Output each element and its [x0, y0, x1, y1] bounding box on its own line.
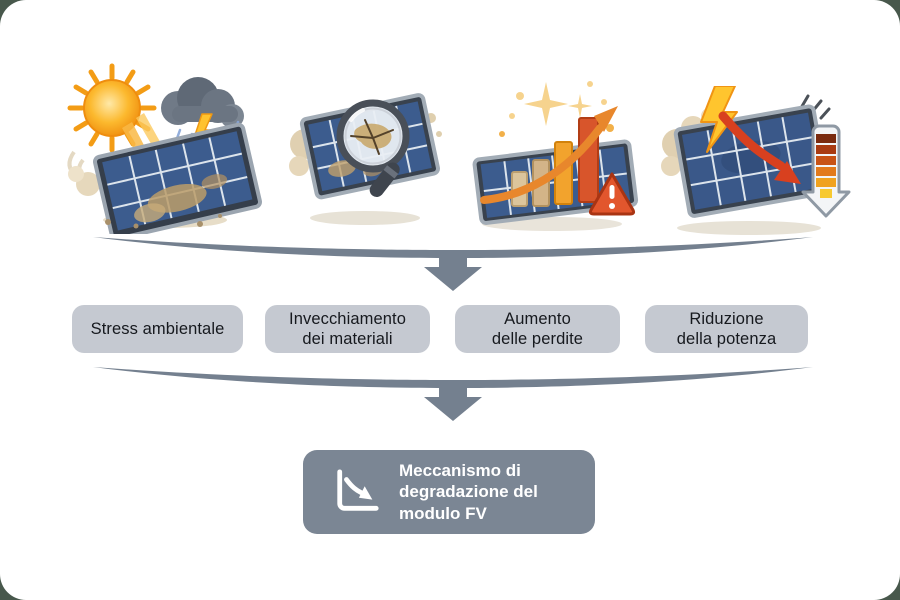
curved-brace-down-arrow-connector-bottom: [91, 364, 815, 422]
sun-storm-rain-dusty-solar-panel-illustration: [60, 56, 268, 234]
curved-brace-down-arrow-connector-top: [91, 234, 815, 292]
declining-chart-icon: [331, 468, 383, 516]
cause-label-environmental-stress: Stress ambientale: [72, 305, 243, 353]
magnifying-glass-cracked-solar-panel-illustration: [281, 78, 449, 230]
result-box: Meccanismo di degradazione del modulo FV: [303, 450, 595, 534]
cause-label-power-reduction: Riduzione della potenza: [645, 305, 808, 353]
cause-label-material-aging: Invecchiamento dei materiali: [265, 305, 430, 353]
rising-bar-chart-warning-solar-panel-illustration: [460, 76, 642, 234]
cause-label-loss-increase: Aumento delle perdite: [455, 305, 620, 353]
result-box-label: Meccanismo di degradazione del modulo FV: [399, 461, 538, 523]
lightning-declining-arrow-solar-panel-illustration: [651, 86, 853, 238]
